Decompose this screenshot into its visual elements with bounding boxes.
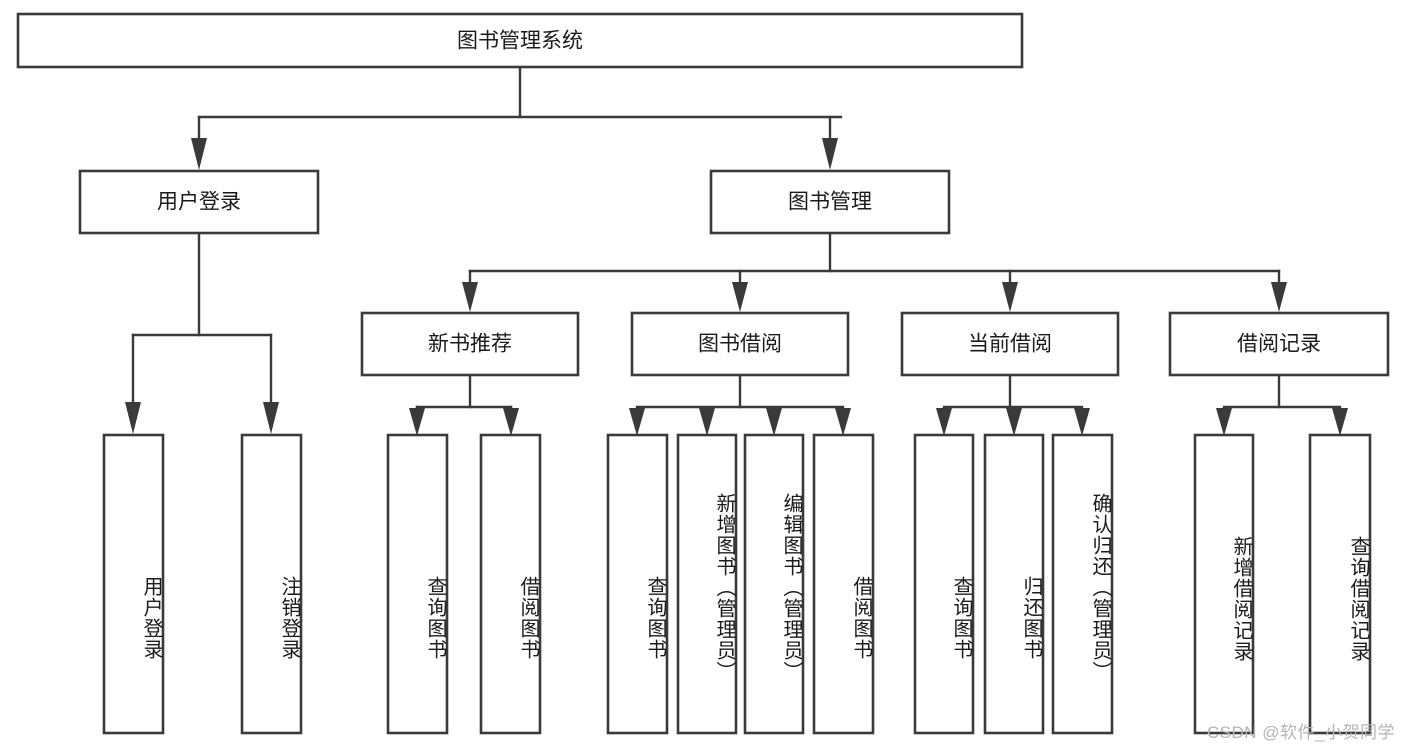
- arrowhead-leaf-query-record: [1332, 408, 1348, 436]
- node-leaf-confirm-return-box[interactable]: [1051, 433, 1114, 735]
- node-borrow-record[interactable]: 借阅记录: [1168, 311, 1390, 377]
- arrowhead-leaf-borrow-book-a: [503, 408, 519, 436]
- node-leaf-query-record-box[interactable]: [1308, 433, 1372, 735]
- node-user-login-box[interactable]: [78, 169, 320, 235]
- node-leaf-query-book-c-box[interactable]: [913, 433, 975, 735]
- node-current-borrow[interactable]: 当前借阅: [900, 311, 1120, 377]
- node-leaf-edit-book-box[interactable]: [743, 433, 805, 735]
- node-new-book-rec[interactable]: 新书推荐: [360, 311, 580, 377]
- node-borrow-record-box[interactable]: [1168, 311, 1390, 377]
- arrowhead-leaf-borrow-book-b: [835, 408, 851, 436]
- node-leaf-borrow-book-b-box[interactable]: [812, 433, 875, 735]
- node-leaf-return-book-box[interactable]: [983, 433, 1045, 735]
- arrowhead-leaf-user-login: [125, 402, 141, 434]
- arrowhead-leaf-add-book: [699, 408, 715, 436]
- arrowhead-leaf-query-book-a: [409, 408, 425, 436]
- arrowhead-leaf-confirm-return: [1074, 408, 1090, 436]
- edge-group-new-book-rec: [409, 373, 519, 436]
- arrowhead-leaf-add-record: [1216, 408, 1232, 436]
- node-book-borrow-box[interactable]: [630, 311, 850, 377]
- edge-group-book-manage: [462, 231, 1287, 312]
- arrowhead-leaf-logout: [263, 402, 279, 434]
- node-leaf-logout-box[interactable]: [240, 433, 303, 735]
- node-new-book-rec-label: 新书推荐: [428, 333, 512, 356]
- node-borrow-record-label: 借阅记录: [1237, 333, 1321, 356]
- arrowhead-book-borrow: [732, 282, 748, 312]
- node-user-login[interactable]: 用户登录: [78, 169, 320, 235]
- node-book-manage-label: 图书管理: [788, 191, 872, 214]
- node-leaf-query-book-a-box[interactable]: [386, 433, 449, 735]
- edge-group-book-borrow: [629, 373, 851, 436]
- arrowhead-leaf-query-book-b: [629, 408, 645, 436]
- edge-group-user-login: [125, 231, 279, 434]
- arrowhead-current-borrow: [1002, 282, 1018, 312]
- node-book-manage-box[interactable]: [709, 169, 951, 235]
- edge-group-current-borrow: [936, 373, 1090, 436]
- node-root-box[interactable]: [16, 12, 1024, 69]
- arrowhead-user-login: [191, 138, 207, 170]
- node-root[interactable]: 图书管理系统: [16, 12, 1024, 69]
- node-current-borrow-box[interactable]: [900, 311, 1120, 377]
- arrowhead-leaf-return-book: [1006, 408, 1022, 436]
- node-leaf-query-book-b-box[interactable]: [606, 433, 669, 735]
- node-leaf-user-login-box[interactable]: [102, 433, 165, 735]
- arrowhead-leaf-edit-book: [766, 408, 782, 436]
- arrowhead-new-book-rec: [462, 282, 478, 312]
- node-user-login-label: 用户登录: [157, 191, 241, 214]
- node-current-borrow-label: 当前借阅: [968, 333, 1052, 356]
- node-leaf-add-book-box[interactable]: [676, 433, 738, 735]
- arrowhead-book-manage: [822, 138, 838, 170]
- node-leaf-add-record-box[interactable]: [1193, 433, 1255, 735]
- node-leaf-borrow-book-a-box[interactable]: [479, 433, 542, 735]
- arrowhead-leaf-query-book-c: [936, 408, 952, 436]
- watermark: CSDN @软件_小贺同学: [1206, 723, 1395, 742]
- node-root-label: 图书管理系统: [457, 30, 583, 53]
- arrowhead-borrow-record: [1271, 282, 1287, 312]
- node-book-borrow[interactable]: 图书借阅: [630, 311, 850, 377]
- node-book-manage[interactable]: 图书管理: [709, 169, 951, 235]
- node-new-book-rec-box[interactable]: [360, 311, 580, 377]
- edge-group-borrow-record: [1216, 373, 1348, 436]
- edge-group-root: [191, 65, 843, 170]
- node-book-borrow-label: 图书借阅: [698, 333, 782, 356]
